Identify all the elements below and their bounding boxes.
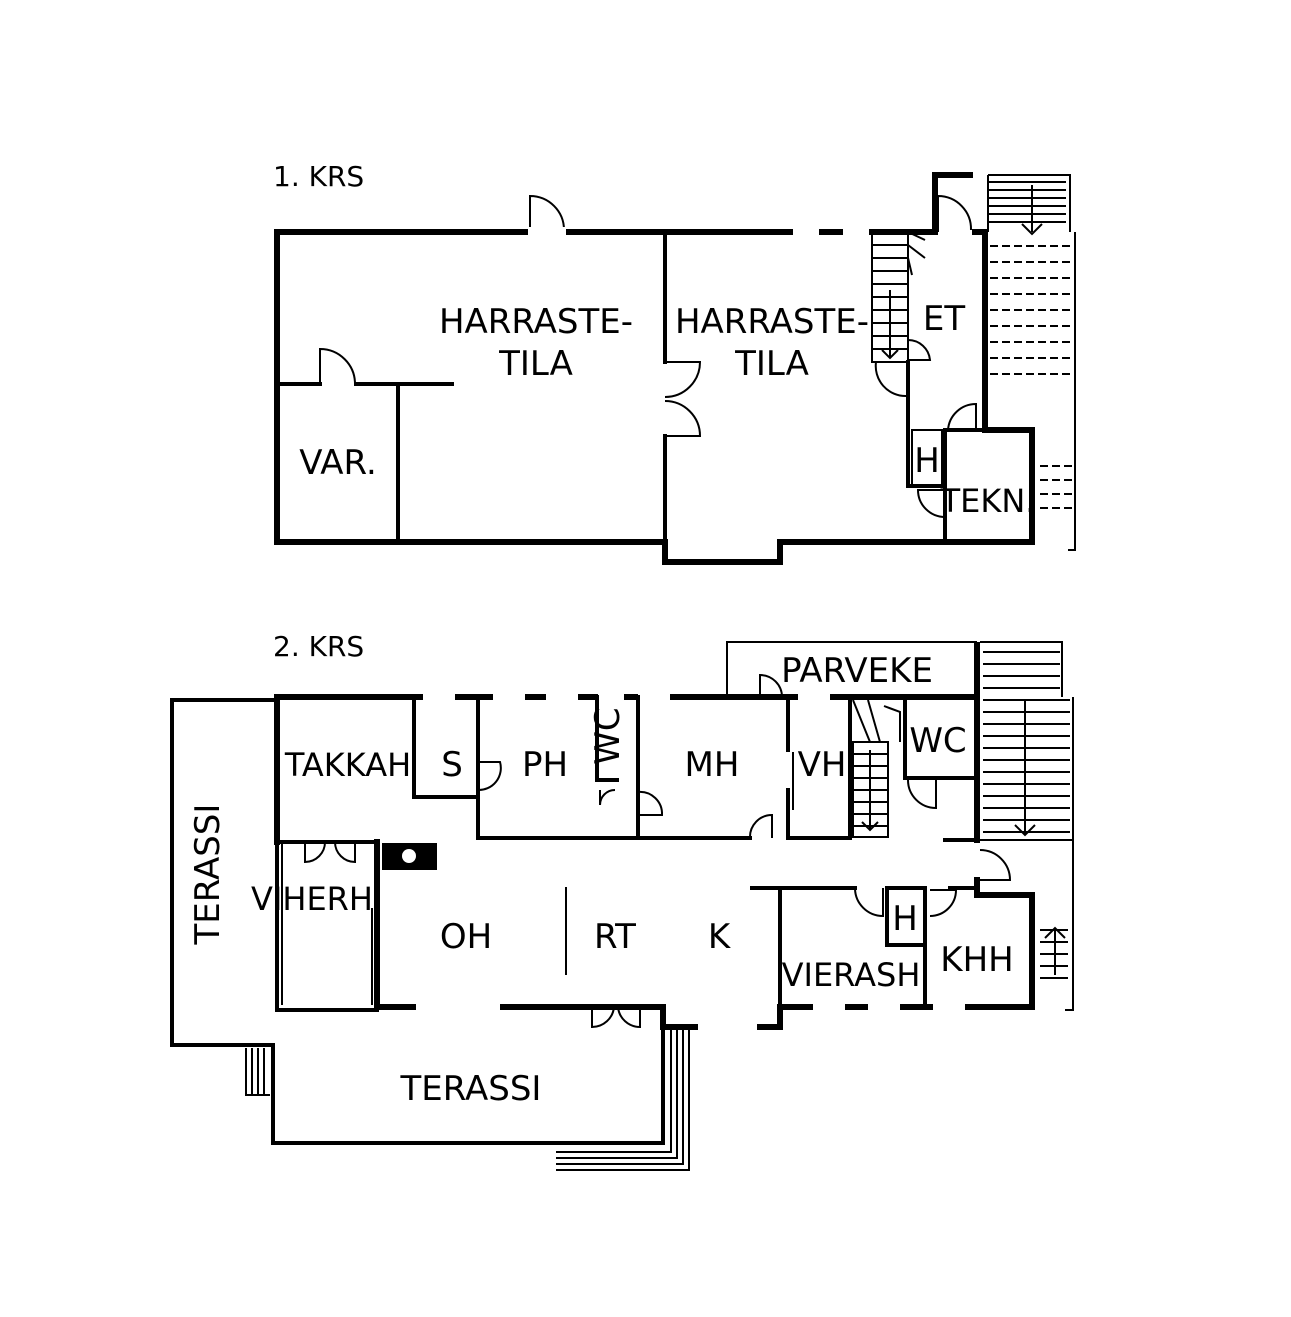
var-door	[319, 347, 356, 385]
room-h-2: H	[892, 899, 918, 939]
viherh-double-door	[304, 841, 356, 864]
khh-door	[929, 889, 958, 917]
room-mh: MH	[685, 745, 740, 785]
room-et: ET	[923, 299, 965, 339]
floor-1-stair	[871, 231, 926, 363]
upper-rooms-wall	[412, 695, 979, 842]
room-harraste-2-line2: TILA	[734, 344, 809, 384]
stair-door	[874, 338, 932, 398]
floor-2-outer-wall	[274, 642, 1035, 1030]
room-terassi-side: TERASSI	[188, 804, 228, 946]
tekn-door-top	[947, 402, 977, 431]
room-var: VAR.	[299, 443, 377, 483]
floor-2: 2. KRS	[170, 630, 1074, 1171]
room-s: S	[441, 745, 463, 785]
tekn-door-left	[916, 489, 946, 518]
mh-door-bottom	[748, 813, 773, 839]
floor-1-door-top	[529, 194, 565, 232]
room-harraste-1-line2: TILA	[498, 344, 573, 384]
floor-1-exterior-stair	[987, 174, 1076, 551]
room-harraste-1-line1: HARRASTE-	[439, 302, 633, 342]
wc-door	[599, 789, 616, 806]
room-ph: PH	[522, 745, 568, 785]
room-vh: VH	[798, 745, 847, 785]
room-harraste-2-line1: HARRASTE-	[675, 302, 869, 342]
room-takkah: TAKKAH	[284, 746, 411, 784]
room-parveke: PARVEKE	[781, 651, 933, 691]
et-door-top	[937, 194, 973, 232]
parveke-rail	[726, 641, 977, 697]
floor-1-title: 1. KRS	[273, 160, 364, 193]
var-wall	[275, 382, 454, 544]
vierash-door	[854, 887, 884, 918]
room-wc-1: WC	[588, 707, 628, 764]
room-khh: KHH	[940, 940, 1013, 980]
hobby-double-door	[664, 361, 702, 437]
s-door	[477, 761, 502, 792]
vierash-wall	[750, 886, 979, 1009]
floor-2-title: 2. KRS	[273, 630, 364, 663]
terassi-side-outline	[170, 698, 665, 1145]
oh-double-door	[591, 1006, 641, 1029]
terassi-steps-bottom	[556, 1030, 690, 1171]
room-viherh: VIHERH	[251, 880, 373, 918]
floor-2-stair	[852, 699, 901, 838]
mh-door-left	[637, 790, 664, 816]
floor-1-outer-wall	[274, 172, 1035, 565]
floor-1: 1. KRS	[273, 160, 1076, 565]
terassi-steps-left	[245, 1048, 270, 1096]
room-k: K	[708, 917, 732, 957]
room-terassi-bottom: TERASSI	[400, 1069, 542, 1109]
entry-door	[979, 849, 1012, 881]
room-vierash: VIERASH	[782, 956, 921, 994]
room-rt: RT	[594, 917, 636, 957]
room-wc-2: WC	[909, 721, 966, 761]
viherh-outline	[275, 840, 379, 1012]
fireplace-opening	[402, 849, 416, 863]
h-closet-1	[911, 429, 943, 486]
room-tekn: TEKN.	[940, 482, 1036, 520]
parveke-door	[759, 673, 783, 698]
wc2-door	[907, 779, 937, 810]
room-oh: OH	[440, 917, 492, 957]
room-h-1: H	[914, 441, 940, 481]
floor-2-exterior-stair	[980, 641, 1074, 1011]
